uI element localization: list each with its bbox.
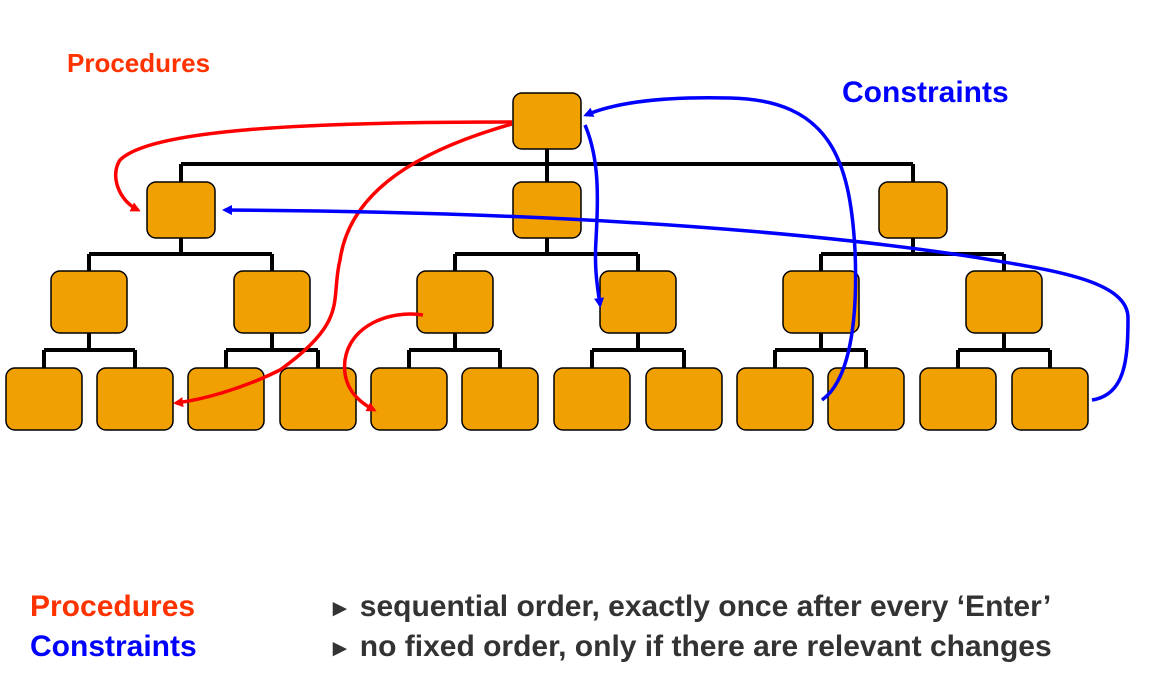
tree-node-l1-2	[878, 181, 948, 239]
tree-node-l3-1	[96, 367, 174, 431]
procedures-label: Procedures	[67, 48, 211, 78]
tree-node-l3-11	[1011, 367, 1089, 431]
legend-procedures-description: ► sequential order, exactly once after ev…	[328, 590, 1051, 624]
tree-node-l3-0	[5, 367, 83, 431]
tree-node-l2-5	[965, 270, 1043, 334]
constraint-arrow-2	[583, 95, 858, 402]
bullet-arrow-icon: ►	[328, 595, 352, 622]
tree-node-l2-3	[599, 270, 677, 334]
tree-node-l3-10	[919, 367, 997, 431]
constraint-arrow-3	[222, 205, 1130, 402]
procedure-arrow-3	[342, 312, 424, 412]
legend-constraints-text: no fixed order, only if there are releva…	[359, 630, 1052, 663]
legend-procedures-text: sequential order, exactly once after eve…	[359, 590, 1052, 623]
tree-nodes	[5, 92, 1089, 431]
legend-constraints-description: ► no fixed order, only if there are relev…	[328, 630, 1052, 664]
tree-node-l2-4	[782, 270, 860, 334]
bullet-arrow-icon: ►	[328, 635, 352, 662]
tree-node-l2-2	[416, 270, 494, 334]
tree-node-l3-7	[645, 367, 723, 431]
legend-procedures-term: Procedures	[30, 590, 196, 623]
tree-node-l3-6	[553, 367, 631, 431]
tree-node-l0-0	[512, 92, 582, 150]
dependency-arrows	[114, 95, 1130, 412]
tree-node-l3-4	[370, 367, 448, 431]
tree-node-l3-9	[827, 367, 905, 431]
tree-node-l2-1	[233, 270, 311, 334]
tree-node-l1-0	[146, 181, 216, 239]
constraint-arrow-1	[583, 124, 605, 308]
tree-node-l1-1	[512, 181, 582, 239]
legend-constraints-term: Constraints	[30, 630, 197, 663]
tree-node-l3-5	[461, 367, 539, 431]
procedure-arrow-1	[114, 120, 513, 212]
constraints-label: Constraints	[842, 76, 1009, 109]
tree-node-l3-8	[736, 367, 814, 431]
tree-node-l2-0	[50, 270, 128, 334]
procedure-arrow-2	[173, 122, 513, 408]
